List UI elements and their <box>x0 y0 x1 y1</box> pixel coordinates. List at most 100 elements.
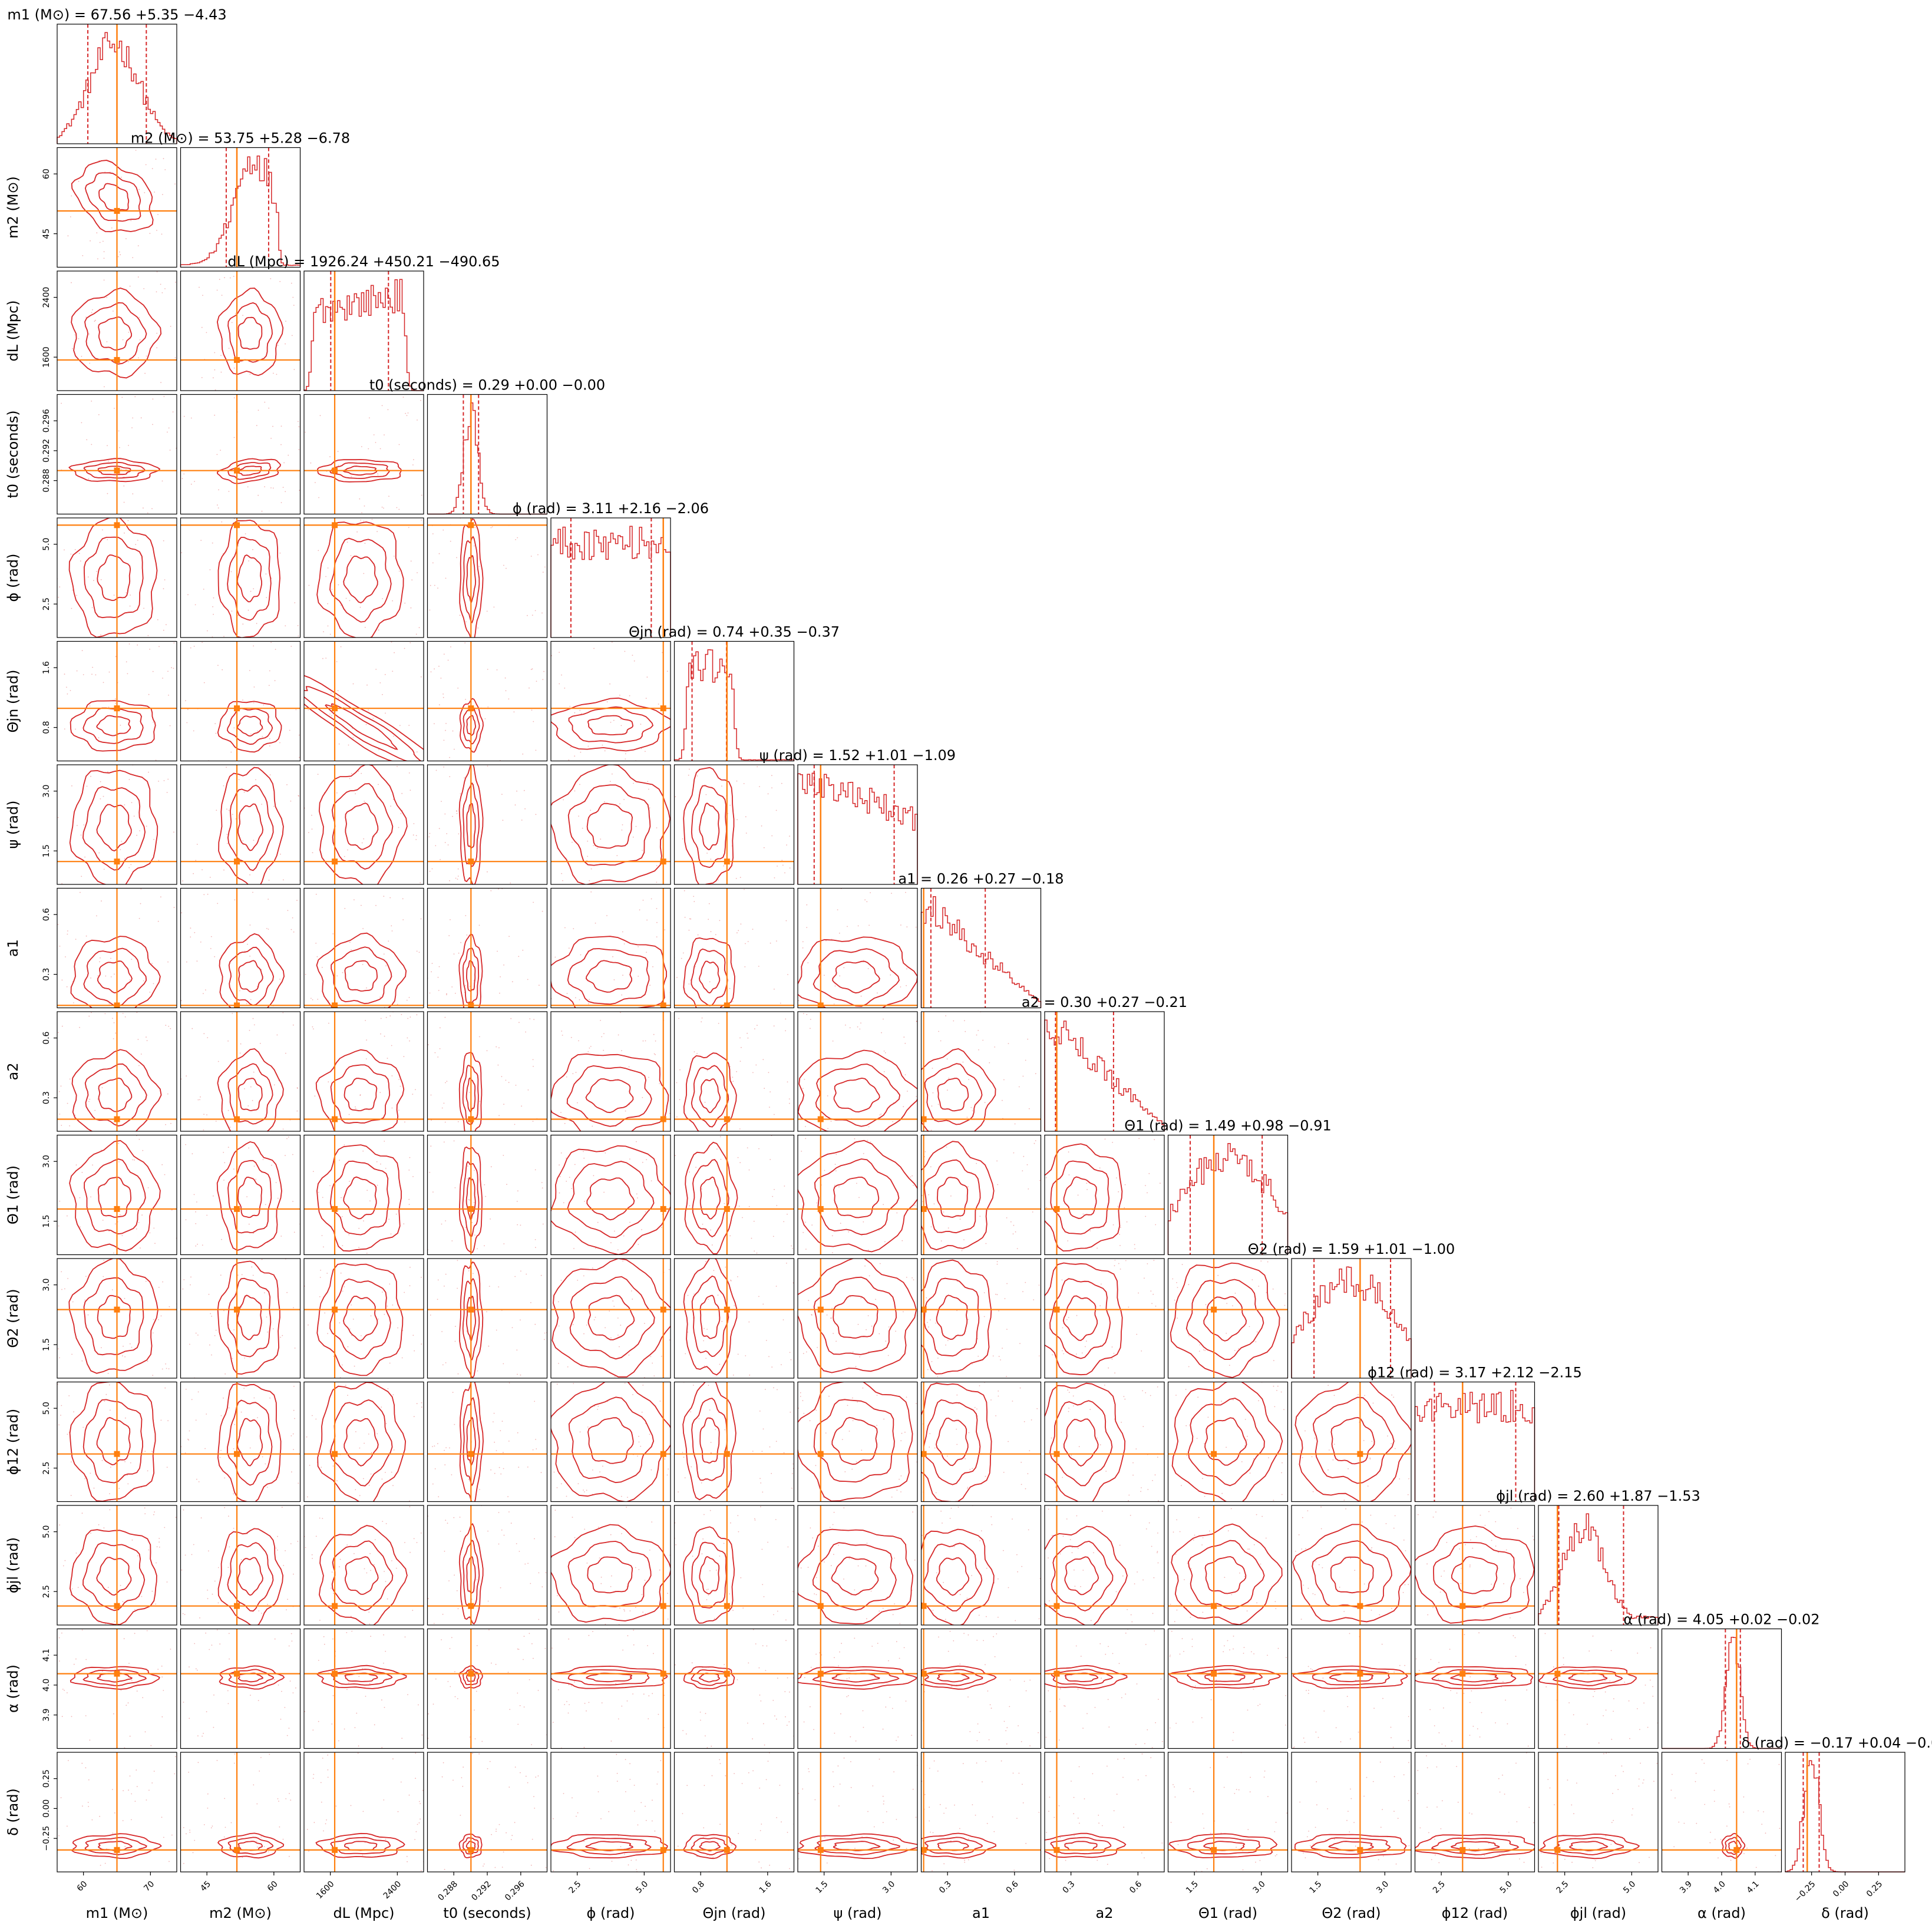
panel-13-9 <box>1167 1628 1289 1749</box>
panel-12-6 <box>797 1505 918 1626</box>
xlabel-2: dL (Mpc) <box>333 1905 394 1921</box>
xtick-9-0: 1.5 <box>1184 1880 1200 1895</box>
xtick-8-1: 0.6 <box>1128 1880 1144 1895</box>
contour-8-4-2 <box>551 1053 669 1131</box>
truth-marker-13-12 <box>1554 1670 1561 1677</box>
contour-11-1-1 <box>227 1399 273 1486</box>
contour-6-1-1 <box>227 784 274 871</box>
marginal-panel-4: ϕ (rad) = 3.11 +2.16 −2.06 <box>513 500 709 638</box>
contour-12-4-2 <box>551 1524 671 1623</box>
param-title-0: m1 (M⊙) = 67.56 +5.35 −4.43 <box>7 6 226 23</box>
truth-marker-4-2 <box>332 522 338 529</box>
xtick-13-0: 3.9 <box>1678 1880 1694 1895</box>
contour-6-0-2 <box>69 770 158 884</box>
contour-14-4-1 <box>566 1837 652 1855</box>
contour-6-1-0 <box>237 803 264 851</box>
contour-12-4-0 <box>587 1556 633 1594</box>
contour-5-4-2 <box>551 697 671 752</box>
contour-9-3-0 <box>465 1177 476 1221</box>
contour-6-1-2 <box>218 767 284 884</box>
contour-7-0-1 <box>83 947 147 1007</box>
contour-13-11-2 <box>1415 1666 1534 1689</box>
contour-8-7-1 <box>924 1063 983 1125</box>
contour-12-10-0 <box>1330 1556 1374 1594</box>
panel-8-6 <box>797 1011 918 1132</box>
contour-11-4-2 <box>551 1382 671 1502</box>
contour-7-5-2 <box>683 937 735 1008</box>
contour-4-1-0 <box>236 554 263 603</box>
contour-12-8-1 <box>1051 1540 1114 1611</box>
xlabel-11: ϕ12 (rad) <box>1442 1905 1508 1921</box>
panel-13-6 <box>797 1628 918 1749</box>
contour-8-7-2 <box>921 1048 996 1131</box>
param-title-3: t0 (seconds) = 0.29 +0.00 −0.00 <box>369 377 605 394</box>
ytick-10-0: 1.5 <box>42 1338 51 1351</box>
truth-marker-5-2 <box>332 705 338 712</box>
contour-6-0-1 <box>82 786 146 871</box>
panel-12-7 <box>920 1505 1042 1626</box>
ylabel-10: Θ2 (rad) <box>5 1289 21 1348</box>
truth-marker-8-5 <box>724 1116 730 1122</box>
panel-11-2 <box>303 1381 424 1502</box>
histogram-13 <box>1662 1636 1782 1749</box>
panel-6-3 <box>427 764 548 885</box>
marginal-panel-7: a1 = 0.26 +0.27 −0.18 <box>898 871 1064 1009</box>
truth-marker-10-9 <box>1211 1306 1217 1313</box>
histogram-11 <box>1414 1389 1535 1502</box>
contour-5-1-1 <box>226 708 273 745</box>
contour-11-6-0 <box>831 1416 878 1465</box>
histogram-3 <box>427 402 547 515</box>
histogram-1 <box>180 155 301 267</box>
contour-14-2-1 <box>330 1837 391 1855</box>
xlabel-6: ψ (rad) <box>834 1905 882 1921</box>
truth-marker-13-10 <box>1357 1670 1363 1677</box>
contour-5-0-2 <box>70 700 156 752</box>
truth-marker-7-3 <box>468 1002 474 1008</box>
panel-4-2 <box>303 517 424 638</box>
truth-marker-13-6 <box>817 1670 824 1677</box>
truth-marker-11-9 <box>1211 1451 1217 1457</box>
panel-5-3 <box>427 640 548 762</box>
contour-11-5-0 <box>699 1417 720 1464</box>
contour-9-8-0 <box>1063 1176 1097 1219</box>
contour-5-3-1 <box>463 706 480 745</box>
truth-marker-4-3 <box>468 522 474 529</box>
truth-marker-7-4 <box>660 1002 666 1008</box>
truth-marker-13-5 <box>724 1670 730 1677</box>
contour-11-3-2 <box>459 1382 484 1502</box>
truth-marker-12-5 <box>724 1603 730 1609</box>
contour-7-6-0 <box>832 960 880 994</box>
contour-11-8-0 <box>1063 1418 1099 1467</box>
contour-8-3-2 <box>458 1052 483 1131</box>
contour-10-9-2 <box>1170 1262 1280 1378</box>
panel-10-3 <box>427 1258 548 1379</box>
contour-8-1-2 <box>217 1048 284 1131</box>
contour-10-8-0 <box>1062 1295 1098 1341</box>
contour-13-0-2 <box>70 1666 160 1690</box>
contour-14-1-1 <box>227 1837 274 1855</box>
contour-8-5-0 <box>699 1078 721 1114</box>
contour-10-0-2 <box>68 1259 158 1374</box>
truth-marker-6-2 <box>332 858 338 865</box>
param-title-8: a2 = 0.30 +0.27 −0.21 <box>1022 994 1187 1010</box>
contour-5-2-2 <box>304 675 424 761</box>
contour-6-4-1 <box>567 784 651 866</box>
truth-marker-11-3 <box>468 1451 474 1457</box>
truth-marker-8-1 <box>234 1116 240 1122</box>
contour-14-8-0 <box>1064 1841 1098 1851</box>
truth-marker-11-0 <box>114 1451 120 1457</box>
histogram-5 <box>673 649 795 761</box>
contour-10-8-2 <box>1045 1262 1123 1376</box>
contour-14-11-2 <box>1415 1834 1535 1859</box>
contour-11-10-2 <box>1294 1382 1411 1502</box>
contour-13-6-2 <box>798 1666 917 1690</box>
contour-8-6-2 <box>798 1049 917 1131</box>
truth-marker-4-0 <box>114 522 120 529</box>
contour-11-4-0 <box>587 1417 634 1464</box>
truth-marker-12-1 <box>234 1603 240 1609</box>
contour-9-4-1 <box>567 1161 655 1239</box>
contour-8-5-2 <box>683 1052 737 1131</box>
truth-marker-7-5 <box>724 1002 730 1008</box>
